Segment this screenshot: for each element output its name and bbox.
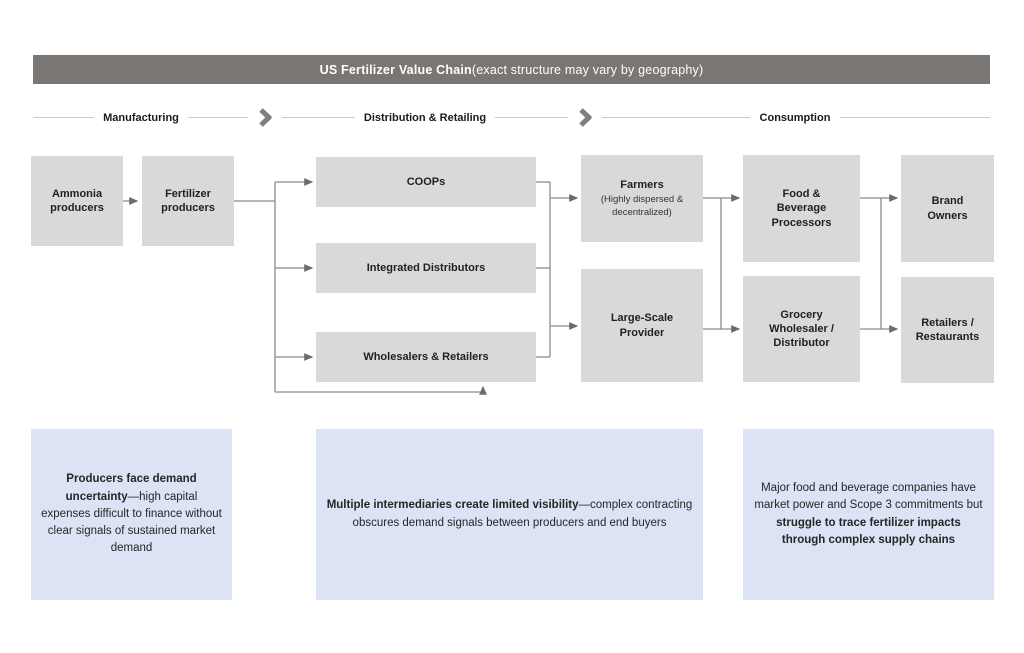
- page-subtitle: (exact structure may vary by geography): [471, 62, 704, 77]
- node-label: Food & Beverage Processors: [771, 188, 832, 229]
- node-coops: COOPs: [316, 157, 536, 207]
- callout-text: Major food and beverage companies have m…: [754, 482, 983, 546]
- stage-label-distribution-retailing: Distribution & Retailing: [354, 110, 496, 126]
- node-label: Farmers: [620, 179, 664, 191]
- chevron-right-icon: [248, 108, 282, 127]
- node-label: Ammonia producers: [50, 187, 104, 214]
- callout-intermediaries-limited-visibility: Multiple intermediaries create limited v…: [316, 429, 703, 600]
- stage-label-consumption: Consumption: [750, 110, 840, 126]
- node-fertilizer-producers: Fertilizer producers: [142, 156, 234, 246]
- node-grocery-wholesaler-distributor: Grocery Wholesaler / Distributor: [743, 276, 860, 382]
- node-label: Large-Scale Provider: [610, 312, 674, 339]
- node-label: Grocery Wholesaler / Distributor: [769, 308, 834, 350]
- node-label: Wholesalers & Retailers: [363, 350, 489, 363]
- node-label: COOPs: [406, 175, 446, 188]
- callout-producers-demand-uncertainty: Producers face demand uncertainty—high c…: [31, 429, 232, 600]
- node-farmers: Farmers (Highly dispersed & decentralize…: [581, 155, 703, 242]
- node-label: Integrated Distributors: [366, 261, 486, 274]
- callout-trace-fertilizer-impacts: Major food and beverage companies have m…: [743, 429, 994, 600]
- callout-text: Multiple intermediaries create limited v…: [326, 499, 693, 529]
- page-title: US Fertilizer Value Chain: [319, 62, 472, 77]
- node-sublabel: (Highly dispersed & decentralized): [600, 194, 684, 218]
- callout-text: Producers face demand uncertainty—high c…: [41, 473, 222, 555]
- node-large-scale-provider: Large-Scale Provider: [581, 269, 703, 382]
- stage-axis-line: [33, 117, 990, 118]
- node-integrated-distributors: Integrated Distributors: [316, 243, 536, 293]
- stage-label-manufacturing: Manufacturing: [94, 110, 188, 126]
- node-retailers-restaurants: Retailers / Restaurants: [901, 277, 994, 383]
- title-bar: US Fertilizer Value Chain (exact structu…: [33, 55, 990, 84]
- node-label: Brand Owners: [927, 195, 968, 222]
- node-label: Retailers / Restaurants: [915, 316, 980, 343]
- node-wholesalers-retailers: Wholesalers & Retailers: [316, 332, 536, 382]
- node-brand-owners: Brand Owners: [901, 155, 994, 262]
- chevron-right-icon: [568, 108, 602, 127]
- node-food-beverage-processors: Food & Beverage Processors: [743, 155, 860, 262]
- node-label: Fertilizer producers: [161, 187, 215, 214]
- node-ammonia-producers: Ammonia producers: [31, 156, 123, 246]
